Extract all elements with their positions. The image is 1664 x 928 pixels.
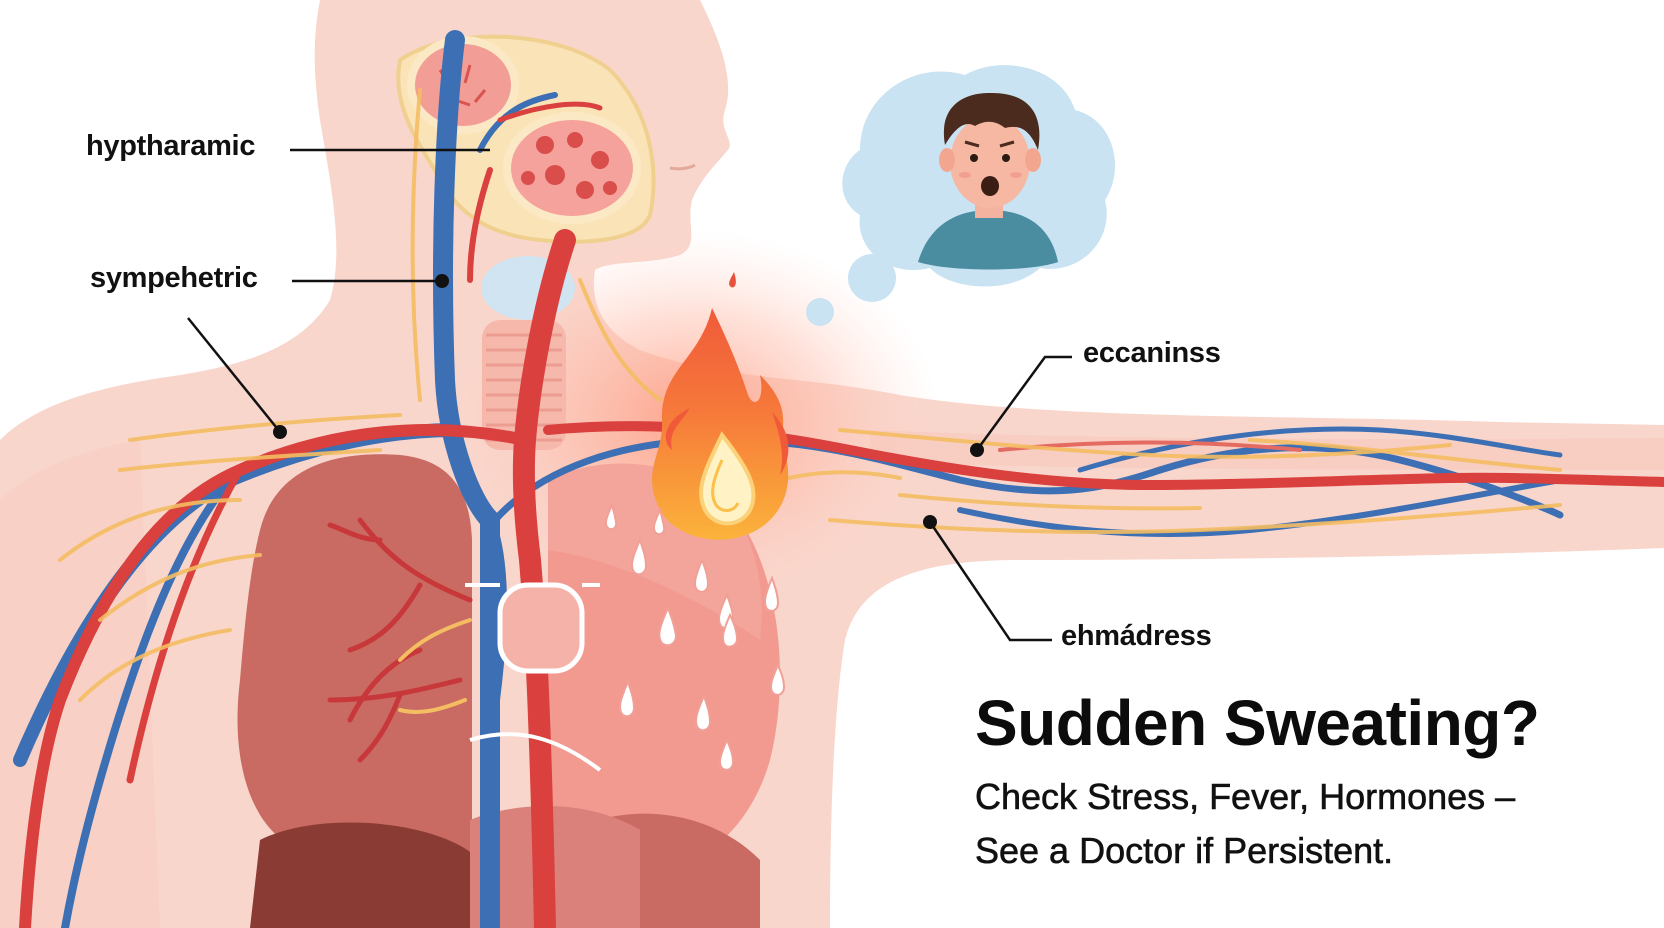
- subline-1: Check Stress, Fever, Hormones –: [975, 776, 1516, 818]
- subline-2: See a Doctor if Persistent.: [975, 830, 1394, 872]
- label-eccrine: eccaninss: [1083, 337, 1221, 369]
- headline: Sudden Sweating?: [975, 687, 1540, 759]
- abdomen: [250, 806, 760, 928]
- spark-icon: [729, 272, 736, 288]
- sweat-drop-icon: [604, 502, 786, 771]
- label-ehmadress: ehmádress: [1061, 620, 1212, 652]
- label-sympathetic: sympehetric: [90, 262, 258, 294]
- arteries: [19, 101, 1664, 928]
- nerves: [58, 88, 1562, 702]
- distressed-person-icon: [918, 92, 1058, 270]
- label-hypothalamic: hyptharamic: [86, 130, 256, 162]
- leader-lines: [187, 148, 1072, 642]
- leader-dots: [273, 274, 984, 529]
- lungs: [237, 454, 780, 881]
- heart-outline: [497, 582, 585, 674]
- flame-icon: [651, 308, 789, 540]
